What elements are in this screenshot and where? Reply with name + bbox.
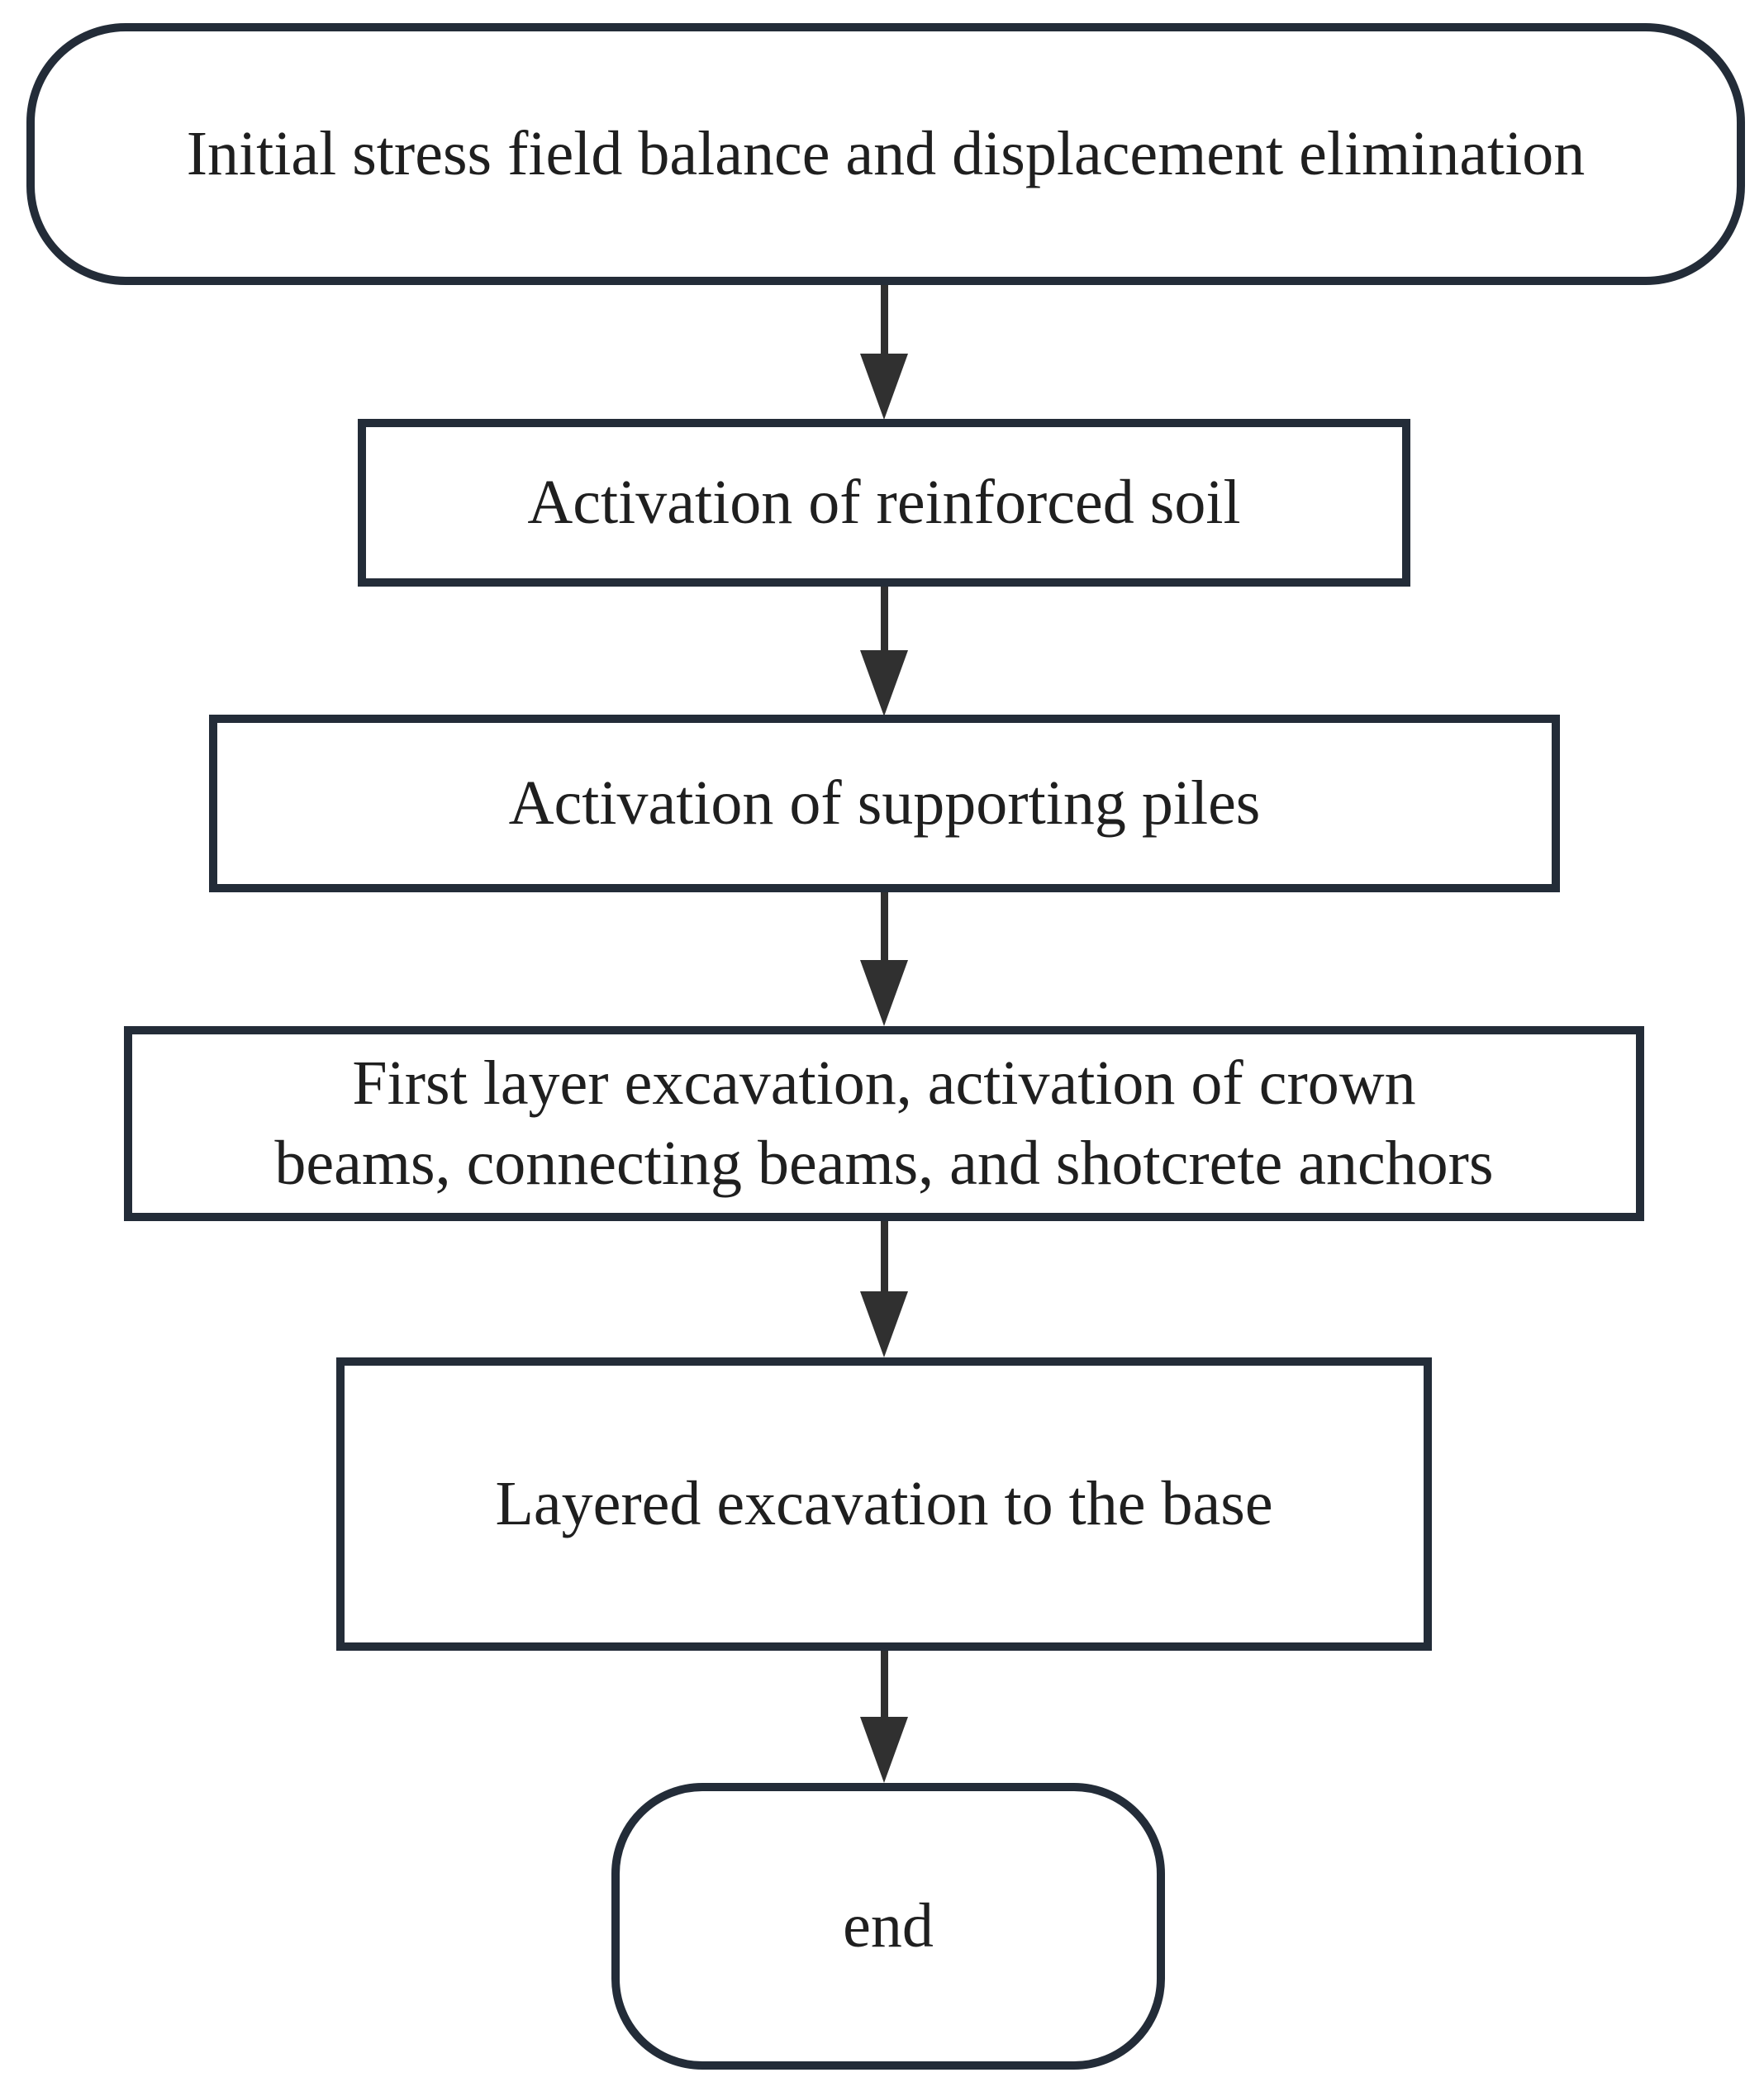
arrow-shaft — [880, 892, 888, 960]
arrow-down-icon — [860, 354, 908, 420]
node-layered-excavation: Layered excavation to the base — [336, 1357, 1432, 1651]
node-label: Initial stress field balance and displac… — [186, 118, 1586, 188]
arrow-shaft — [880, 587, 888, 650]
node-label: Activation of supporting piles — [508, 768, 1261, 838]
node-label: Layered excavation to the base — [495, 1468, 1273, 1538]
node-first-layer-excavation: First layer excavation, activation of cr… — [124, 1026, 1644, 1221]
node-activation-reinforced-soil: Activation of reinforced soil — [358, 419, 1410, 587]
node-initial-stress-field: Initial stress field balance and displac… — [26, 23, 1745, 285]
arrow-down-icon — [860, 960, 908, 1026]
flow-arrow — [859, 587, 909, 716]
flow-arrow — [859, 1651, 909, 1783]
flow-arrow — [859, 892, 909, 1026]
arrow-down-icon — [860, 1717, 908, 1783]
arrow-shaft — [880, 1221, 888, 1291]
arrow-down-icon — [860, 1291, 908, 1357]
node-label: end — [843, 1890, 934, 1961]
arrow-shaft — [880, 1651, 888, 1717]
node-label: Activation of reinforced soil — [527, 467, 1241, 537]
node-label: First layer excavation, activation of cr… — [274, 1048, 1494, 1198]
arrow-shaft — [880, 285, 888, 354]
node-activation-supporting-piles: Activation of supporting piles — [209, 715, 1560, 892]
arrow-down-icon — [860, 650, 908, 716]
flow-arrow — [859, 1221, 909, 1357]
node-end: end — [611, 1783, 1165, 2070]
flow-arrow — [859, 285, 909, 420]
